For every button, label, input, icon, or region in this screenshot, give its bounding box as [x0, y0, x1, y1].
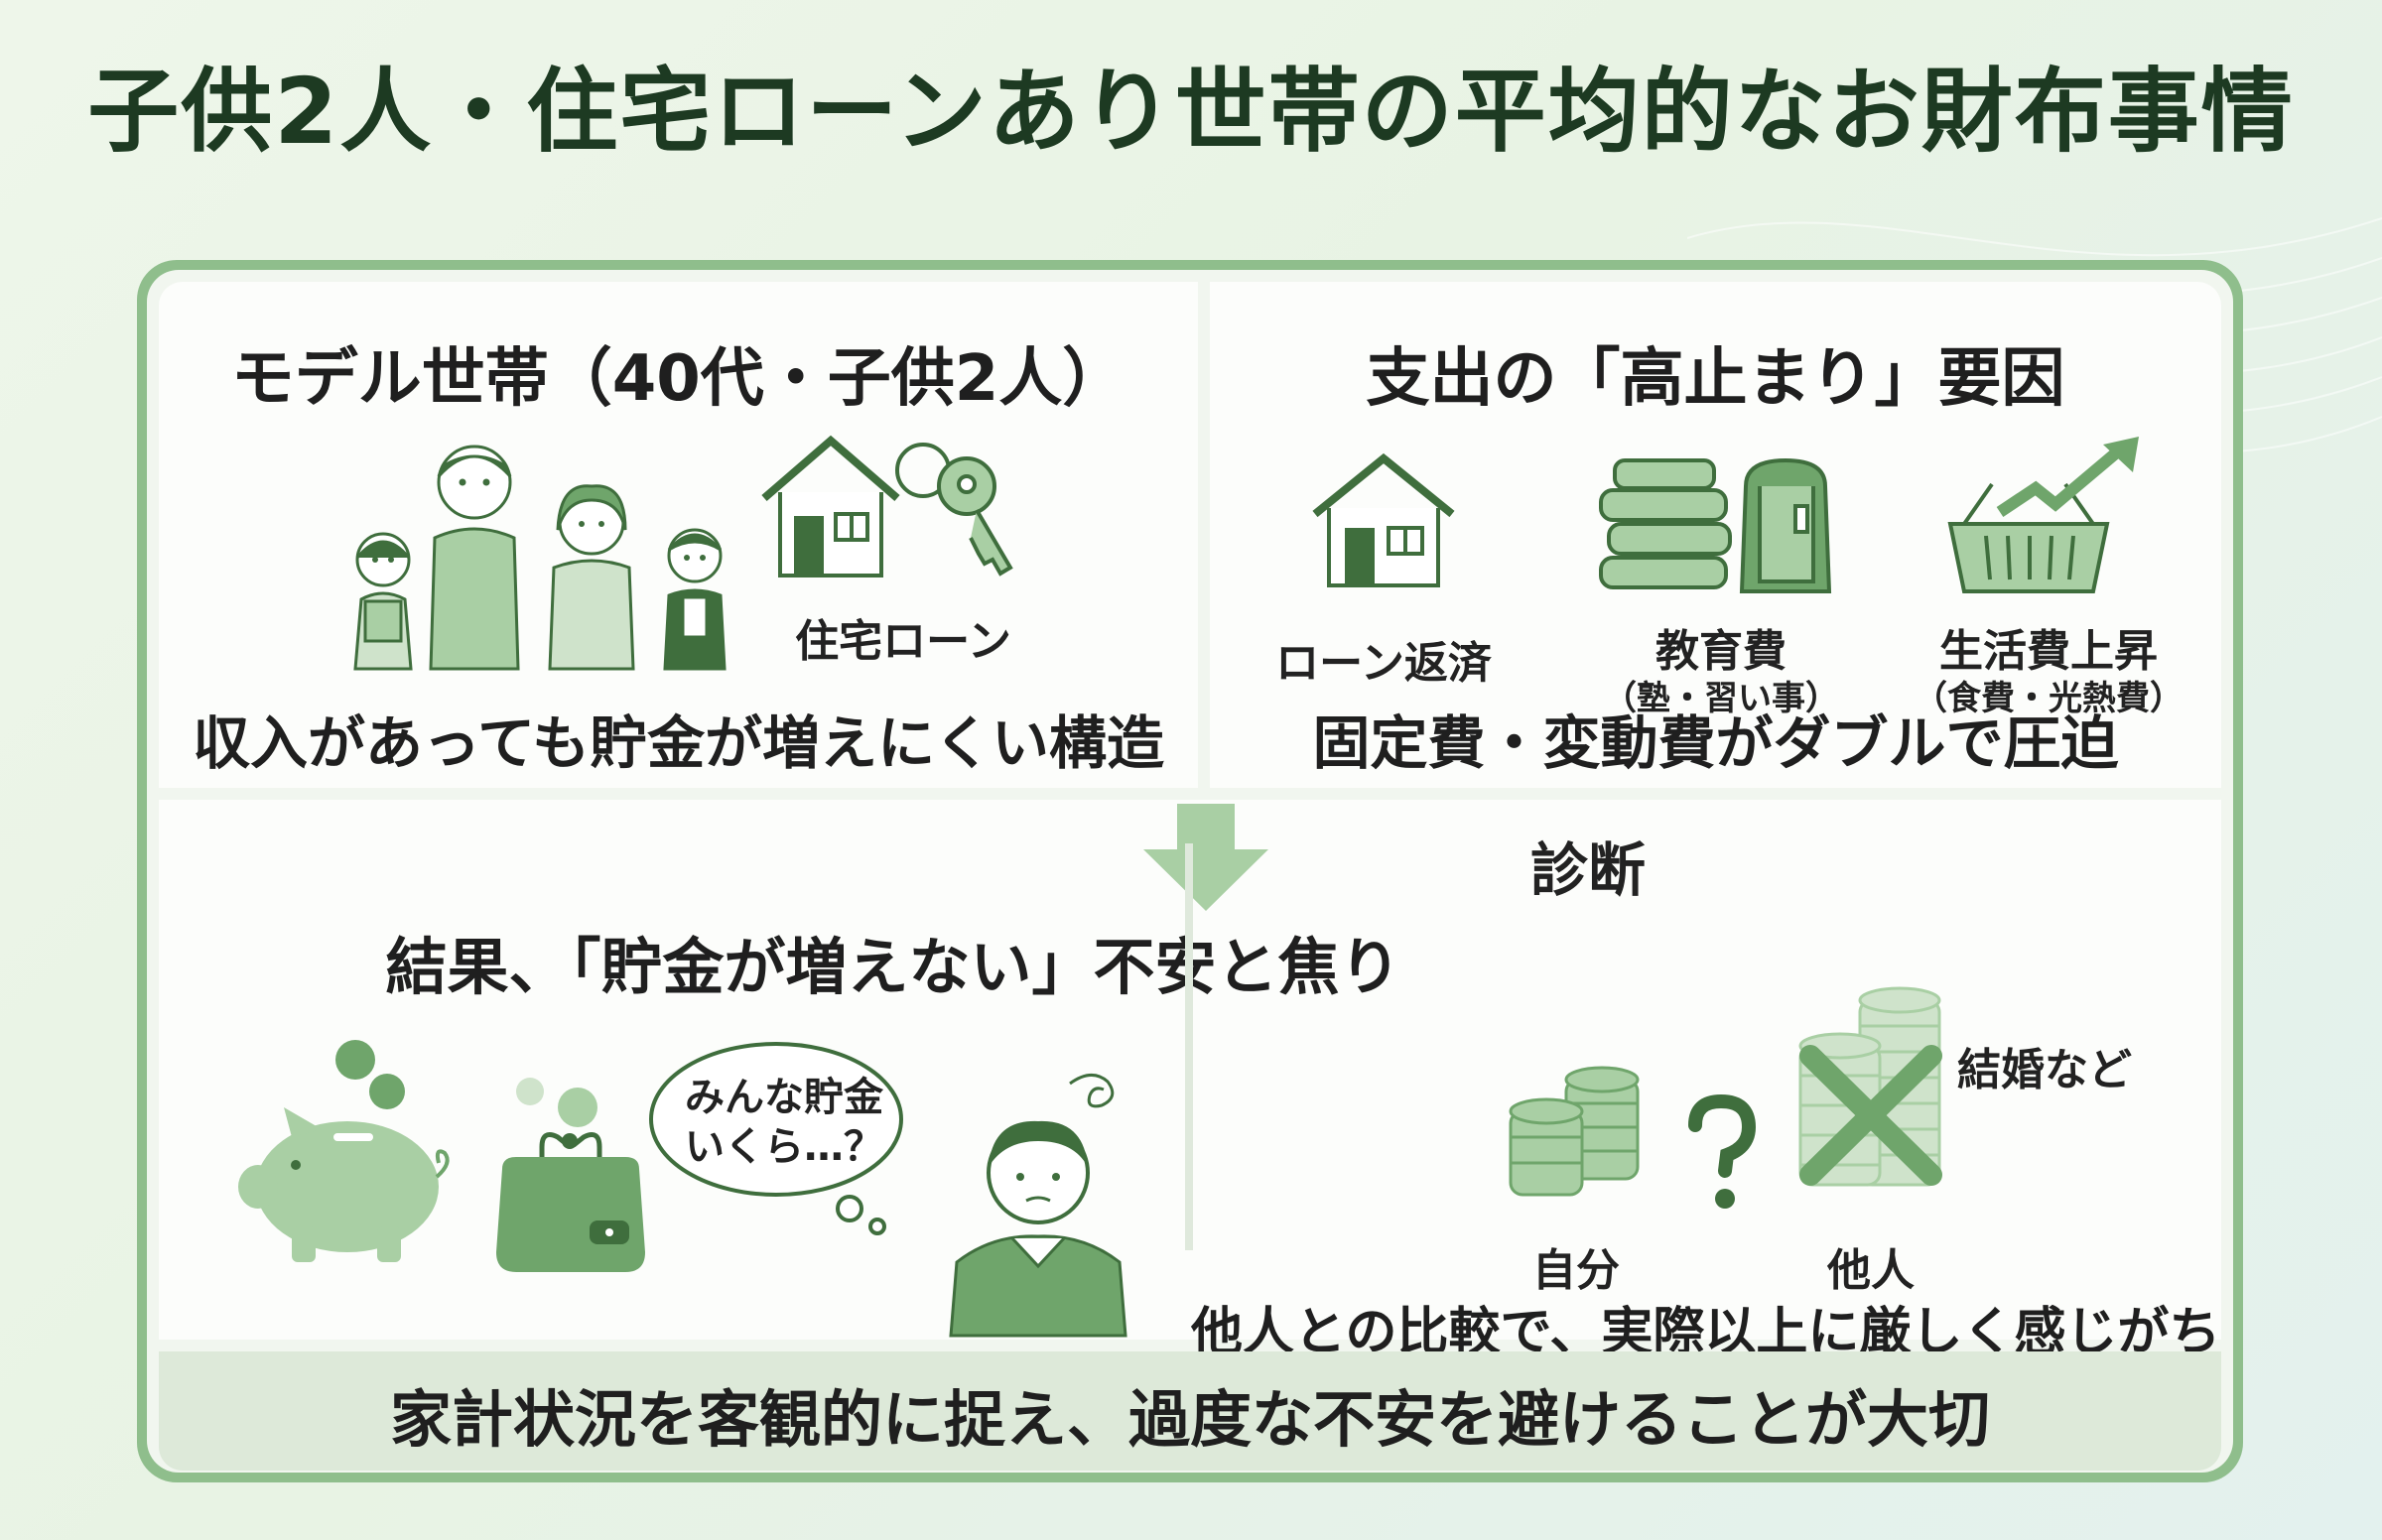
family-icon: [353, 445, 727, 671]
thought-bubble-icon: [649, 1042, 903, 1235]
left-panel-caption: 収入があっても貯金が増えにくい構造: [192, 709, 1165, 777]
question-mark-icon: [1688, 1093, 1757, 1209]
education-sub-label: （塾・習い事）: [1603, 679, 1839, 718]
conclusion-text: 家計状況を客観的に捉え、過度な不安を避けることが大切: [389, 1383, 1990, 1456]
model-household-panel: モデル世帯（40代・子供2人）: [159, 282, 1198, 788]
right-panel-caption: 固定費・変動費がダブルで圧迫: [1312, 709, 2119, 777]
main-card-inner: モデル世帯（40代・子供2人）: [147, 270, 2233, 1473]
bottom-divider: [1185, 843, 1193, 1250]
other-coins-crossed-icon: [1798, 986, 1942, 1187]
main-card: モデル世帯（40代・子供2人）: [137, 260, 2243, 1482]
house-key-icon: [761, 435, 1013, 578]
expense-factors-panel: 支出の「高止まり」要因 ローン返済 教育費 （塾・習い事）: [1210, 282, 2221, 788]
result-caption: 結果、「貯金が増えない」不安と焦り: [385, 931, 1401, 1003]
housing-loan-label: 住宅ローン: [795, 616, 1011, 667]
model-household-heading: モデル世帯（40代・子供2人）: [230, 342, 1126, 416]
piggy-bank-icon: [238, 1040, 450, 1262]
wallet-icon: [496, 1078, 645, 1272]
bubble-line-1: みんな貯金: [685, 1075, 883, 1120]
other-label: 他人: [1827, 1245, 1915, 1296]
worried-man-icon: [949, 1074, 1127, 1338]
down-arrow-icon: [1143, 804, 1268, 911]
marriage-label: 結婚など: [1957, 1045, 2132, 1095]
living-cost-label: 生活費上昇: [1939, 626, 2158, 677]
basket-uptrend-icon: [1947, 437, 2139, 593]
diagnosis-label: 診断: [1529, 836, 1646, 904]
house-icon: [1312, 452, 1455, 587]
living-cost-sub-label: （食費・光熱費）: [1914, 679, 2184, 718]
bubble-line-2: いくら…？: [685, 1124, 883, 1170]
conclusion-banner: 家計状況を客観的に捉え、過度な不安を避けることが大切: [159, 1351, 2221, 1471]
self-coins-icon: [1509, 1066, 1640, 1197]
expense-factors-heading: 支出の「高止まり」要因: [1366, 342, 2065, 416]
diagnosis-panel: 診断 結果、「貯金が増えない」不安と焦り: [159, 800, 2221, 1362]
self-label: 自分: [1532, 1245, 1620, 1296]
page-title: 子供2人・住宅ローンあり世帯の平均的なお財布事情: [87, 59, 2295, 165]
loan-repayment-label: ローン返済: [1275, 638, 1492, 689]
books-backpack-icon: [1599, 457, 1832, 593]
education-label: 教育費: [1655, 626, 1786, 677]
